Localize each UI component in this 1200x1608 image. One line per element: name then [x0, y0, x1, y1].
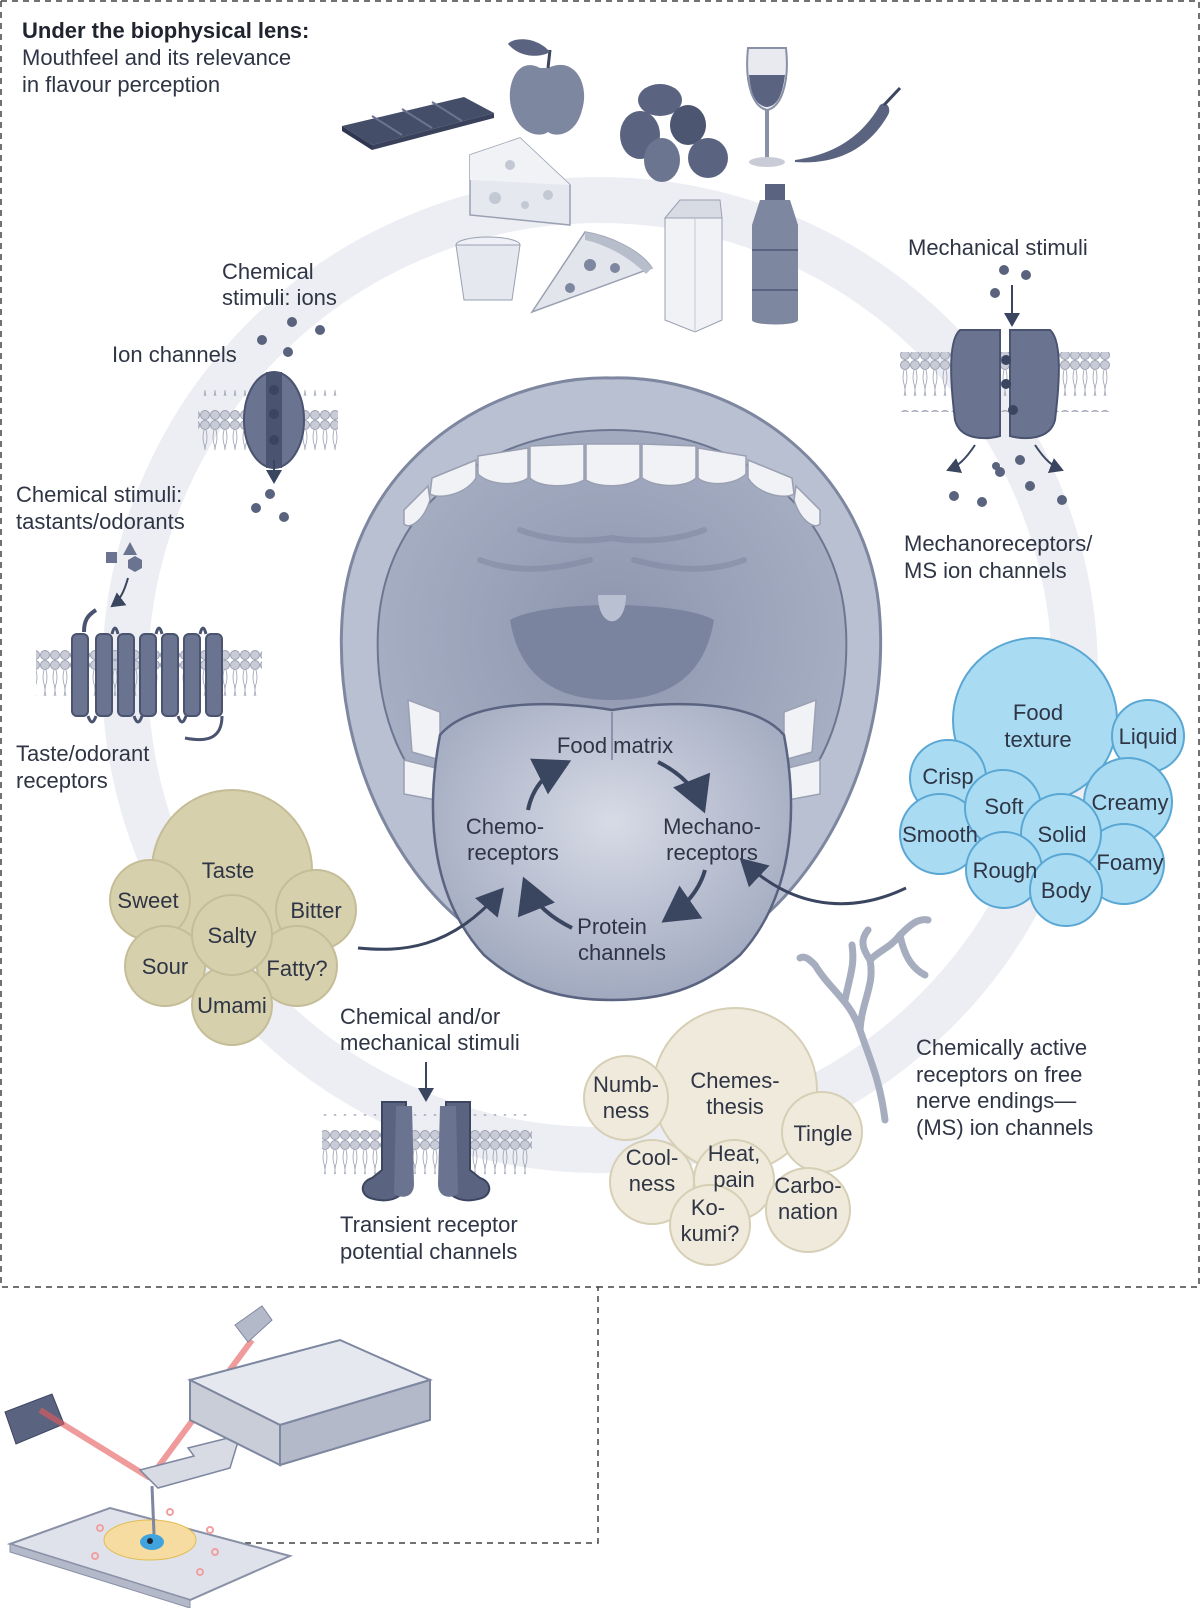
label-taste-receptors-1: Taste/odorant: [16, 741, 149, 766]
dashed-frame: [0, 0, 1200, 1544]
taste-sweet: Sweet: [117, 888, 178, 913]
chemesthesis-main-2: thesis: [706, 1094, 763, 1119]
taste-fatty: Fatty?: [266, 956, 327, 981]
milk-carton-icon: [663, 199, 723, 333]
mechanoreceptor-diagram: Mechanical stimuli: [900, 235, 1110, 507]
cheese-icon: [469, 137, 571, 226]
taste-umami: Umami: [197, 993, 267, 1018]
cycle-protein-2: channels: [578, 940, 666, 965]
afm-illustration: [4, 1305, 433, 1608]
tongue-cycle: Food matrix Mechano- receptors Protein c…: [466, 733, 761, 965]
label-chemical-ions-1: Chemical: [222, 259, 314, 284]
texture-solid: Solid: [1038, 822, 1087, 847]
texture-smooth: Smooth: [902, 822, 978, 847]
chocolate-bar-icon: [342, 97, 494, 150]
label-mechano-ms-2: MS ion channels: [904, 558, 1067, 583]
figure-subtitle-line2: in flavour perception: [22, 72, 220, 97]
label-free-nerve-2: receptors on free: [916, 1062, 1082, 1087]
figure-title: Under the biophysical lens:: [22, 18, 309, 43]
texture-cluster: Food texture Liquid Crisp Soft Creamy Sm…: [739, 637, 1185, 927]
chemesthesis-coolness-1: Cool-: [626, 1145, 679, 1170]
cycle-food-matrix: Food matrix: [557, 733, 673, 758]
cycle-arrow-1: [657, 760, 711, 814]
chemesthesis-cluster: Chemes- thesis Numb- ness Tingle Cool- n…: [583, 1007, 863, 1266]
chemesthesis-heat-1: Heat,: [708, 1141, 761, 1166]
chemesthesis-numbness-1: Numb-: [593, 1072, 659, 1097]
mouth-illustration: [339, 376, 883, 1002]
apple-icon: [508, 39, 585, 135]
taste-salty: Salty: [208, 923, 257, 948]
cycle-chemo-2: receptors: [467, 840, 559, 865]
taste-main: Taste: [202, 858, 255, 883]
label-free-nerve-1: Chemically active: [916, 1035, 1087, 1060]
cycle-arrow-2: [661, 869, 707, 923]
label-chem-tastants-2: tastants/odorants: [16, 509, 185, 534]
pizza-slice-icon: [530, 231, 654, 314]
bottle-icon: [752, 184, 798, 325]
chemesthesis-heat-2: pain: [713, 1167, 755, 1192]
texture-liquid: Liquid: [1119, 724, 1178, 749]
label-chem-mech-2: mechanical stimuli: [340, 1030, 520, 1055]
upper-teeth: [403, 443, 821, 527]
chemesthesis-carbonation-2: nation: [778, 1199, 838, 1224]
ion-channel-diagram: [198, 317, 338, 522]
wine-glass-icon: [746, 47, 788, 167]
texture-foamy: Foamy: [1096, 850, 1163, 875]
texture-main-1: Food: [1013, 700, 1063, 725]
chemesthesis-numbness-2: ness: [603, 1098, 649, 1123]
figure-subtitle-line1: Mouthfeel and its relevance: [22, 45, 291, 70]
nerve-ending-icon: [796, 916, 932, 1124]
label-mechanical-stimuli: Mechanical stimuli: [908, 235, 1088, 260]
cycle-mechano-1: Mechano-: [663, 814, 761, 839]
taste-cluster: Taste Sweet Bitter Salty Sour Fatty? Uma…: [109, 789, 504, 1046]
chemesthesis-coolness-2: ness: [629, 1171, 675, 1196]
texture-main-2: texture: [1004, 727, 1071, 752]
chili-pepper-icon: [795, 86, 902, 163]
label-free-nerve-4: (MS) ion channels: [916, 1115, 1093, 1140]
taste-receptor-diagram: [36, 542, 262, 742]
label-trp-1: Transient receptor: [340, 1212, 518, 1237]
label-ion-channels: Ion channels: [112, 342, 237, 367]
label-free-nerve-3: nerve endings—: [916, 1088, 1076, 1113]
chemesthesis-tingle: Tingle: [793, 1121, 852, 1146]
label-trp-2: potential channels: [340, 1239, 517, 1264]
chemesthesis-kokumi-1: Ko-: [691, 1195, 725, 1220]
cycle-mechano-2: receptors: [666, 840, 758, 865]
label-chemical-ions-2: stimuli: ions: [222, 285, 337, 310]
taste-sour: Sour: [142, 954, 188, 979]
spinach-icon: [620, 84, 728, 182]
texture-body: Body: [1041, 878, 1091, 903]
label-chem-mech-1: Chemical and/or: [340, 1004, 500, 1029]
chemesthesis-carbonation-1: Carbo-: [774, 1173, 841, 1198]
yogurt-cup-icon: [455, 236, 521, 301]
label-chem-tastants-1: Chemical stimuli:: [16, 482, 182, 507]
label-taste-receptors-2: receptors: [16, 768, 108, 793]
trp-channel-diagram: Chemical and/or mechanical stimuli Trans…: [322, 1004, 532, 1264]
texture-rough: Rough: [973, 858, 1038, 883]
food-items: [342, 39, 902, 333]
cycle-arrow-4: [526, 758, 572, 811]
texture-crisp: Crisp: [922, 764, 973, 789]
texture-creamy: Creamy: [1091, 790, 1168, 815]
chemesthesis-main-1: Chemes-: [690, 1068, 779, 1093]
cycle-chemo-1: Chemo-: [466, 814, 544, 839]
texture-soft: Soft: [984, 794, 1023, 819]
cycle-protein-1: Protein: [577, 914, 647, 939]
label-mechano-ms-1: Mechanoreceptors/: [904, 531, 1093, 556]
taste-bitter: Bitter: [290, 898, 341, 923]
chemesthesis-kokumi-2: kumi?: [681, 1221, 740, 1246]
cycle-arrow-3: [517, 876, 573, 930]
